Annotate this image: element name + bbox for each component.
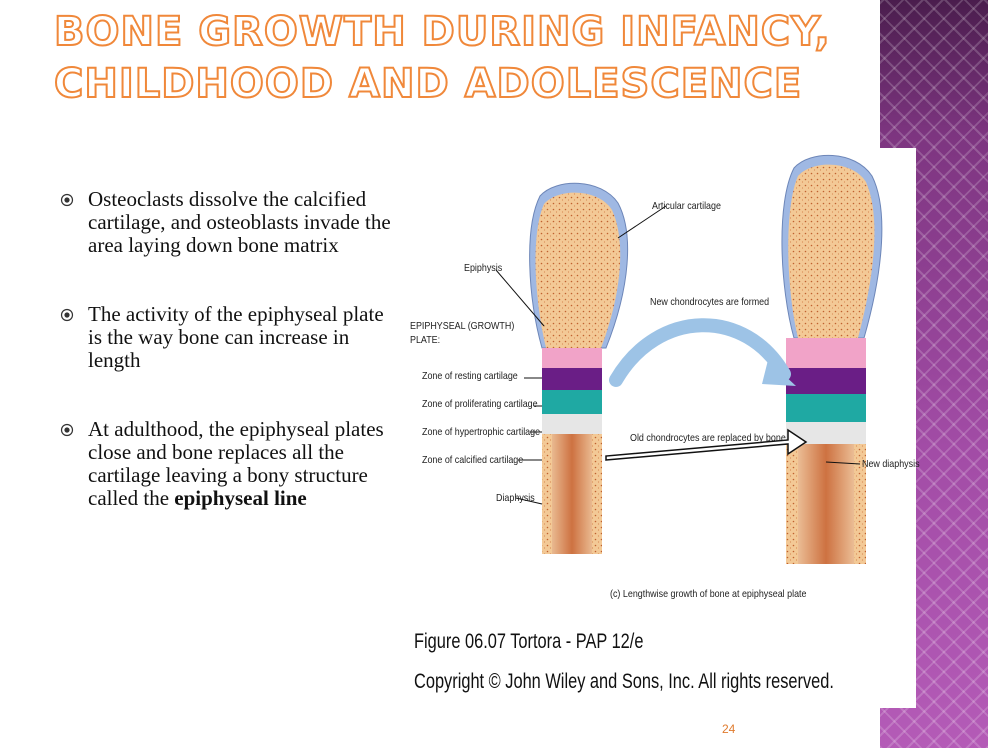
bullet-circle-icon [60, 193, 74, 207]
bullet-list: Osteoclasts dissolve the calcified carti… [60, 188, 400, 556]
bullet-item: The activity of the epiphyseal plate is … [60, 303, 400, 372]
title-line-2: Childhood and Adolescence [53, 60, 803, 108]
bullet-text-bold: epiphyseal line [174, 486, 307, 510]
label-articular-cartilage: Articular cartilage [652, 200, 721, 212]
label-new-chondrocytes: New chondrocytes are formed [650, 296, 770, 308]
label-zone-hypertrophic: Zone of hypertrophic cartilage [422, 426, 541, 438]
label-epiphysis: Epiphysis [464, 262, 503, 274]
leader-lines [495, 205, 861, 505]
label-new-diaphysis: New diaphysis [862, 458, 920, 470]
label-caption-c: (c) Lengthwise growth of bone at epiphys… [610, 588, 807, 600]
right-bone [781, 154, 883, 564]
label-diaphysis: Diaphysis [496, 492, 535, 504]
label-zone-proliferating: Zone of proliferating cartilage [422, 398, 538, 410]
bullet-item: Osteoclasts dissolve the calcified carti… [60, 188, 400, 257]
bullet-circle-icon [60, 308, 74, 322]
label-growth-plate-1: EPIPHYSEAL (GROWTH) [410, 320, 515, 332]
label-zone-resting: Zone of resting cartilage [422, 370, 518, 382]
label-old-chondrocytes: Old chondrocytes are replaced by bone [630, 432, 786, 444]
bullet-item: At adulthood, the epiphyseal plates clos… [60, 418, 400, 510]
bullet-text: At adulthood, the epiphyseal plates clos… [88, 418, 400, 510]
figure-caption: Figure 06.07 Tortora - PAP 12/e [414, 630, 644, 653]
page-number: 24 [722, 722, 736, 736]
bullet-text: The activity of the epiphyseal plate is … [88, 302, 384, 372]
slide-title: Bone Growth during Infancy, Childhood an… [53, 6, 874, 110]
bullet-text: Osteoclasts dissolve the calcified carti… [88, 187, 391, 257]
label-zone-calcified: Zone of calcified cartilage [422, 454, 524, 466]
bullet-circle-icon [60, 423, 74, 437]
bone-diagram [495, 154, 883, 564]
title-line-1: Bone Growth during Infancy, [53, 8, 831, 56]
curved-arrow [609, 318, 796, 387]
figure-copyright: Copyright © John Wiley and Sons, Inc. Al… [414, 670, 834, 693]
left-bone [529, 182, 629, 554]
bone-growth-figure: Articular cartilage Epiphysis New chondr… [396, 148, 920, 708]
label-growth-plate-2: PLATE: [410, 334, 441, 346]
straight-arrow [605, 428, 808, 461]
bullet-text-plain: At adulthood, the epiphyseal plates clos… [88, 417, 384, 510]
